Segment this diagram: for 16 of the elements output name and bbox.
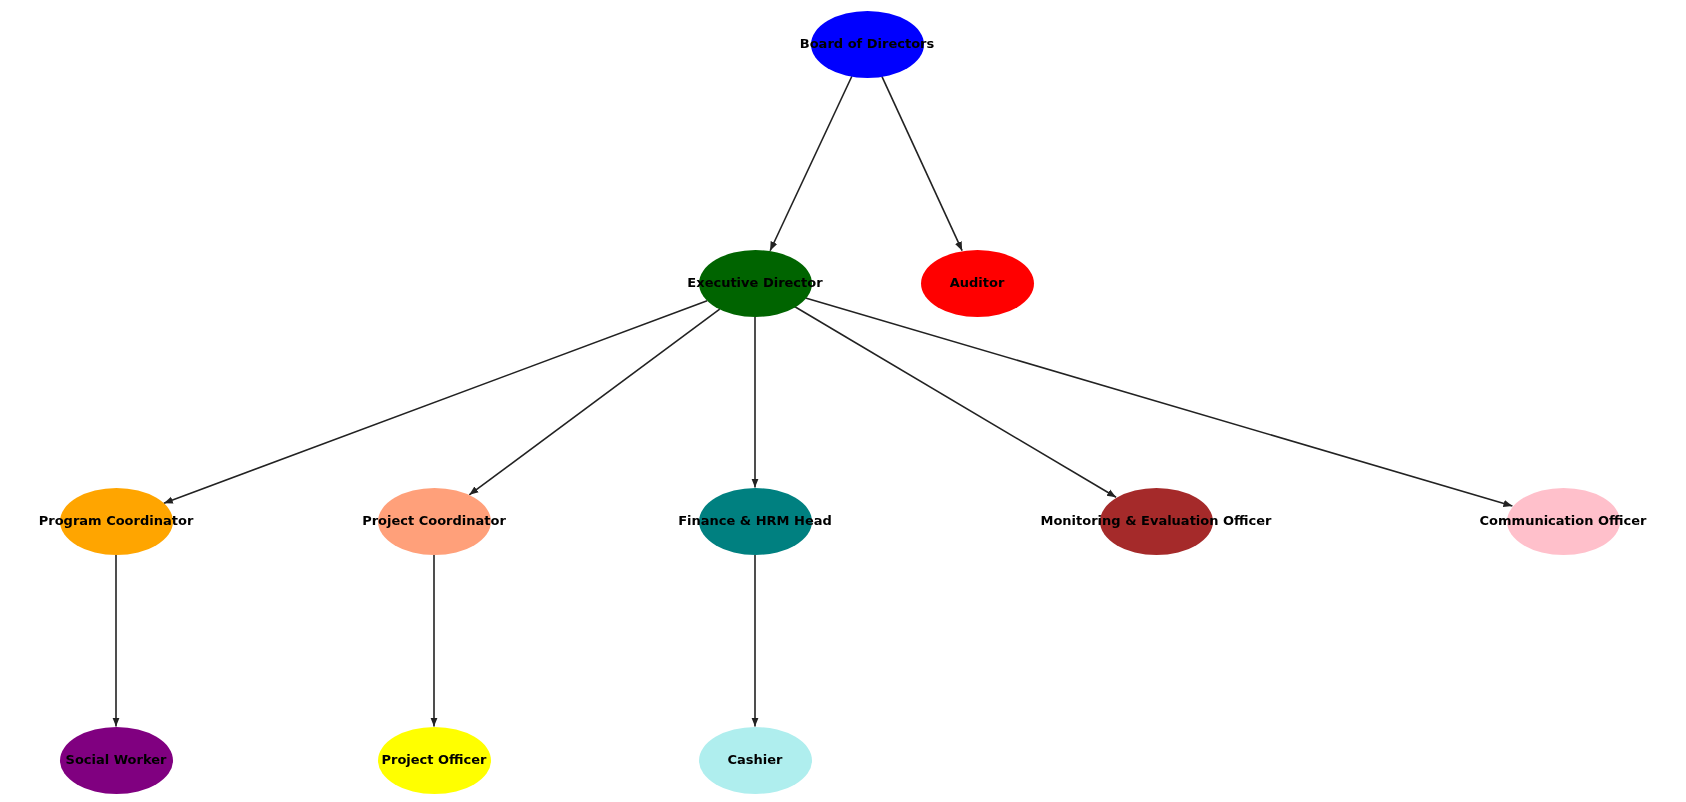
- arrow: [468, 308, 721, 496]
- arrow: [163, 300, 708, 504]
- arrow: [881, 75, 963, 252]
- node-label: Project Officer: [381, 751, 487, 770]
- arrow: [794, 305, 1117, 499]
- arrow: [112, 553, 120, 728]
- arrow: [430, 553, 438, 728]
- node-label: Cashier: [727, 751, 783, 770]
- arrow: [751, 315, 759, 489]
- node-label: Social Worker: [65, 751, 167, 770]
- arrow: [769, 75, 853, 252]
- arrow: [751, 553, 759, 728]
- node-label: Communication Officer: [1479, 512, 1647, 531]
- arrow: [804, 297, 1514, 507]
- node-label: Project Coordinator: [362, 512, 506, 531]
- node-label: Auditor: [949, 274, 1005, 293]
